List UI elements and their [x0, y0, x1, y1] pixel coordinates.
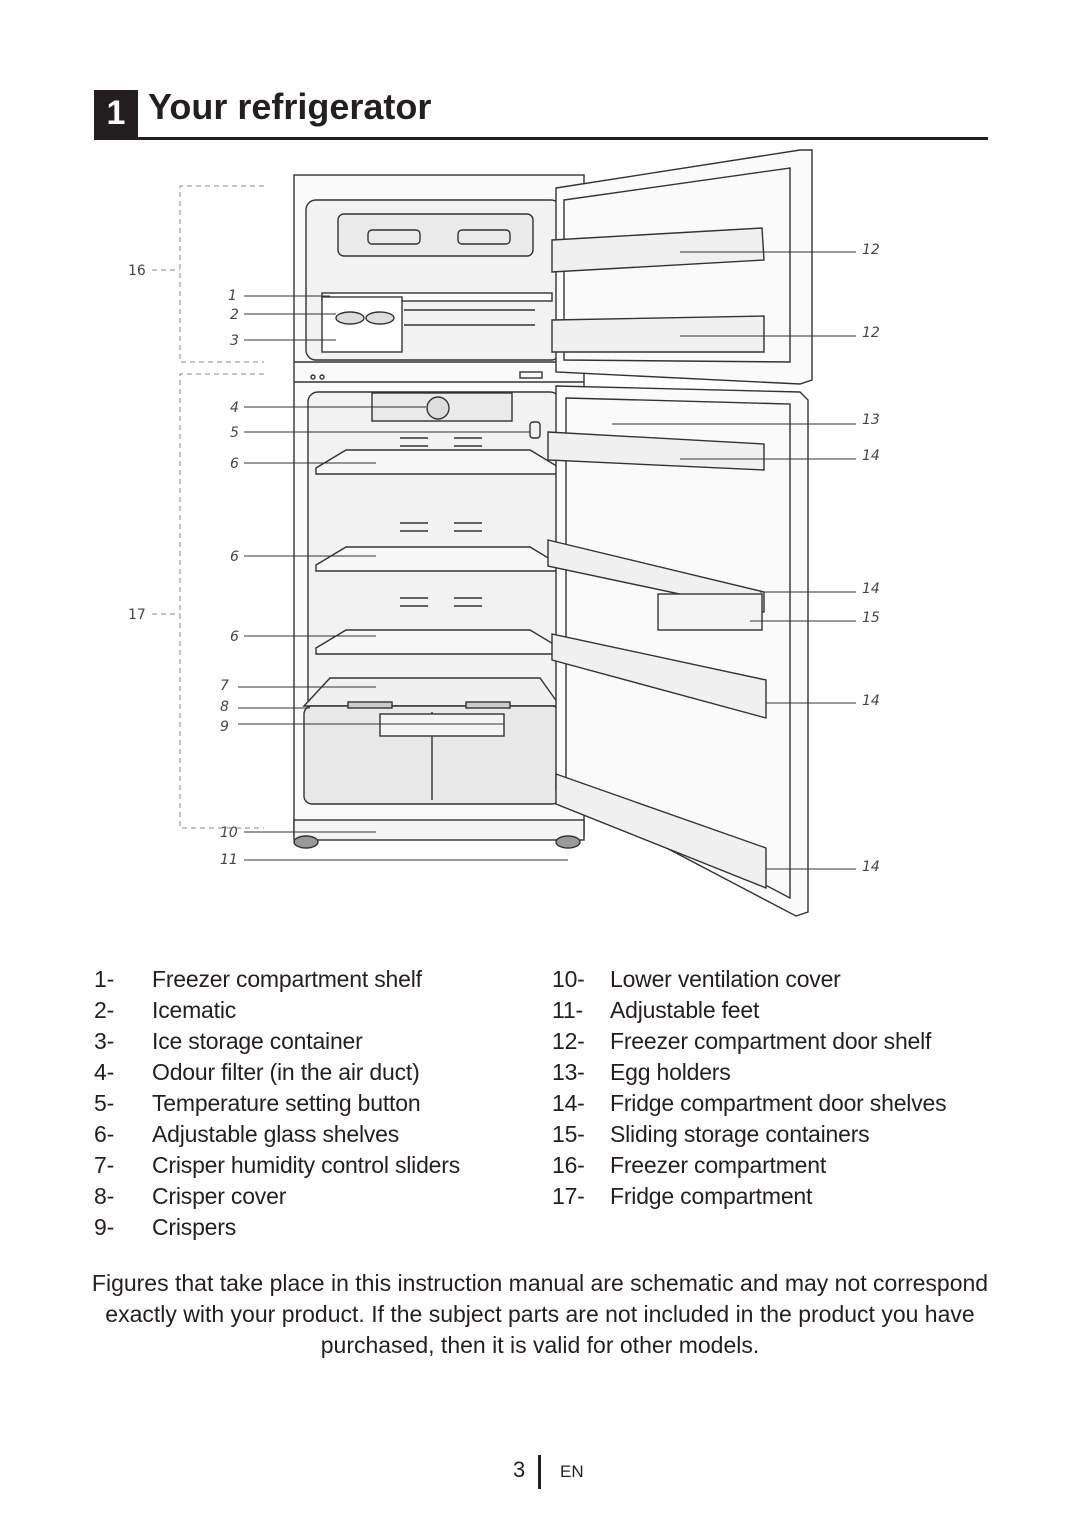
- legend-label: Egg holders: [610, 1059, 731, 1085]
- legend-item: 4- Odour filter (in the air duct): [94, 1057, 524, 1088]
- legend-item: 7- Crisper humidity control sliders: [94, 1150, 524, 1181]
- callout-6a: 6: [230, 456, 239, 472]
- page-number: 3: [513, 1457, 526, 1482]
- legend-item: 11- Adjustable feet: [552, 995, 982, 1026]
- legend-label: Temperature setting button: [152, 1090, 421, 1116]
- legend-item: 10- Lower ventilation cover: [552, 964, 982, 995]
- legend-num: 14-: [552, 1090, 585, 1116]
- section-title: Your refrigerator: [148, 86, 432, 127]
- legend-label: Icematic: [152, 997, 237, 1023]
- callout-11: 11: [220, 852, 238, 868]
- callout-12b: 12: [862, 325, 880, 341]
- schematic-note: Figures that take place in this instruct…: [91, 1270, 989, 1358]
- legend-num: 9-: [94, 1214, 115, 1240]
- legend-right: 10- Lower ventilation cover 11- Adjustable…: [552, 964, 982, 1212]
- legend-label: Freezer compartment door shelf: [610, 1028, 932, 1054]
- legend-item: 17- Fridge compartment: [552, 1181, 982, 1212]
- legend-item: 1- Freezer compartment shelf: [94, 964, 524, 995]
- legend-item: 5- Temperature setting button: [94, 1088, 524, 1119]
- callout-6b: 6: [230, 549, 239, 565]
- callout-10: 10: [220, 825, 238, 841]
- callout-14a: 14: [862, 448, 880, 464]
- section-number: 1: [94, 90, 138, 137]
- callout-3: 3: [230, 333, 239, 349]
- legend-label: Lower ventilation cover: [610, 966, 841, 992]
- language-code: EN: [560, 1462, 584, 1481]
- legend-num: 1-: [94, 966, 115, 992]
- legend-label: Adjustable feet: [610, 997, 760, 1023]
- legend-num: 3-: [94, 1028, 115, 1054]
- legend-item: 15- Sliding storage containers: [552, 1119, 982, 1150]
- callout-14d: 14: [862, 859, 880, 875]
- legend-label: Ice storage container: [152, 1028, 363, 1054]
- legend-num: 16-: [552, 1152, 585, 1178]
- legend-num: 10-: [552, 966, 585, 992]
- callout-17: 17: [128, 607, 146, 623]
- legend-label: Crisper humidity control sliders: [152, 1152, 461, 1178]
- callout-12a: 12: [862, 242, 880, 258]
- legend-item: 3- Ice storage container: [94, 1026, 524, 1057]
- callout-5: 5: [230, 425, 239, 441]
- legend-label: Adjustable glass shelves: [152, 1121, 400, 1147]
- callout-9: 9: [220, 719, 229, 735]
- callout-14c: 14: [862, 693, 880, 709]
- callout-7: 7: [220, 678, 229, 694]
- legend-num: 6-: [94, 1121, 115, 1147]
- page-footer: 3 EN: [0, 1455, 1080, 1491]
- legend-item: 8- Crisper cover: [94, 1181, 524, 1212]
- legend-num: 13-: [552, 1059, 585, 1085]
- legend-label: Fridge compartment door shelves: [610, 1090, 947, 1116]
- legend-num: 11-: [552, 997, 583, 1023]
- callout-8: 8: [220, 699, 229, 715]
- footer-divider: [538, 1455, 541, 1489]
- legend-num: 8-: [94, 1183, 115, 1209]
- callout-16: 16: [128, 263, 146, 279]
- legend-label: Freezer compartment: [610, 1152, 827, 1178]
- legend-label: Odour filter (in the air duct): [152, 1059, 420, 1085]
- legend-left: 1- Freezer compartment shelf 2- Icematic 3…: [94, 964, 524, 1243]
- legend-item: 14- Fridge compartment door shelves: [552, 1088, 982, 1119]
- legend-label: Crispers: [152, 1214, 237, 1240]
- callout-15: 15: [862, 610, 880, 626]
- legend-num: 12-: [552, 1028, 585, 1054]
- legend-item: 9- Crispers: [94, 1212, 524, 1243]
- legend-item: 6- Adjustable glass shelves: [94, 1119, 524, 1150]
- callout-1: 1: [228, 288, 237, 304]
- legend-num: 7-: [94, 1152, 115, 1178]
- legend-item: 2- Icematic: [94, 995, 524, 1026]
- legend-num: 4-: [94, 1059, 115, 1085]
- legend-num: 5-: [94, 1090, 115, 1116]
- legend-num: 15-: [552, 1121, 585, 1147]
- legend-label: Sliding storage containers: [610, 1121, 870, 1147]
- legend-item: 16- Freezer compartment: [552, 1150, 982, 1181]
- callout-13: 13: [862, 412, 880, 428]
- callout-4: 4: [230, 400, 239, 416]
- callout-6c: 6: [230, 629, 239, 645]
- legend-item: 12- Freezer compartment door shelf: [552, 1026, 982, 1057]
- legend-num: 17-: [552, 1183, 585, 1209]
- callout-14b: 14: [862, 581, 880, 597]
- legend-label: Freezer compartment shelf: [152, 966, 422, 992]
- legend-label: Fridge compartment: [610, 1183, 813, 1209]
- legend-num: 2-: [94, 997, 115, 1023]
- section-header: 1 Your refrigerator: [94, 84, 988, 140]
- legend-item: 13- Egg holders: [552, 1057, 982, 1088]
- refrigerator-illustration: 1 2 3 4 5 6 6 6 7 8 9 10 11 12 12 13 14 …: [128, 149, 880, 917]
- refrigerator-diagram: 1 2 3 4 5 6 6 6 7 8 9 10 11 12 12 13 14 …: [0, 140, 1080, 930]
- callout-2: 2: [230, 307, 239, 323]
- legend-label: Crisper cover: [152, 1183, 287, 1209]
